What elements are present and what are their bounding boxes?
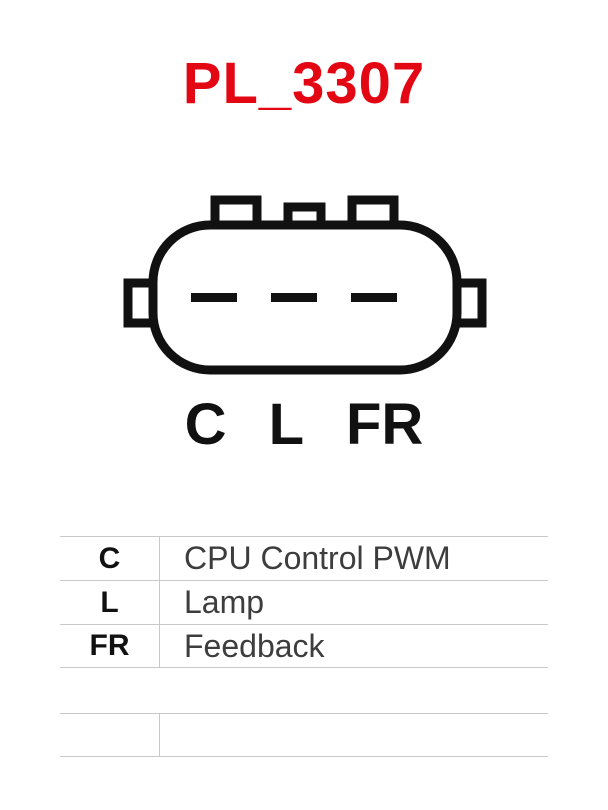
pin-slot-3-icon <box>351 293 397 302</box>
table-row-empty <box>60 713 548 757</box>
empty-footer-table <box>60 713 548 757</box>
pin-description-table: C CPU Control PWM L Lamp FR Feedback <box>60 536 548 668</box>
description-cell <box>160 714 548 756</box>
table-row: L Lamp <box>60 580 548 624</box>
pin-label-c: C <box>184 392 227 457</box>
pin-cell: C <box>60 537 160 580</box>
pin-label-l: L <box>268 392 304 457</box>
page-title: PL_3307 <box>182 51 426 116</box>
pin-slot-1-icon <box>191 293 237 302</box>
pin-slot-2-icon <box>271 293 317 302</box>
description-cell: Lamp <box>184 584 265 620</box>
table-row: FR Feedback <box>60 624 548 668</box>
pin-label-fr: FR <box>346 392 424 457</box>
pin-cell: FR <box>60 625 160 667</box>
pin-cell <box>60 714 160 756</box>
description-cell: CPU Control PWM <box>184 540 451 576</box>
description-cell: Feedback <box>184 627 325 664</box>
connector-pin-labels: C L FR <box>0 396 608 454</box>
connector-diagram <box>123 195 487 375</box>
table-row: C CPU Control PWM <box>60 536 548 580</box>
pin-cell: L <box>60 581 160 624</box>
